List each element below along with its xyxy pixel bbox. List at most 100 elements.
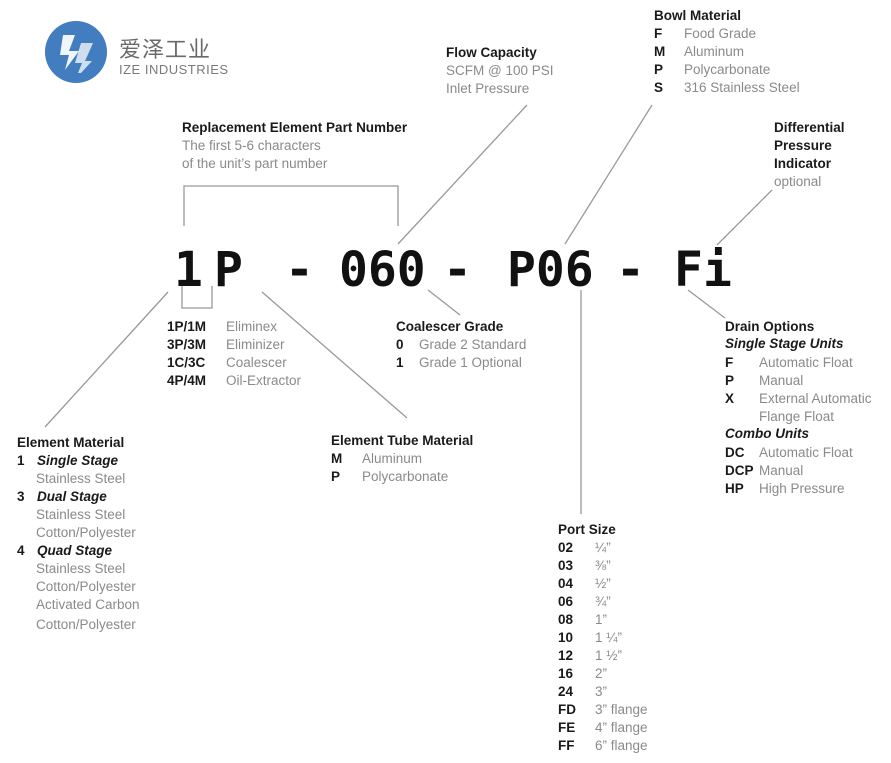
drain-single-heading: Single Stage Units (725, 336, 844, 351)
port-size-value: 2” (595, 666, 608, 681)
port-item: 16 2” (558, 665, 607, 683)
port-code: 08 (558, 612, 574, 627)
port-code: FD (558, 702, 576, 717)
replacement-bracket (183, 185, 399, 226)
element-material: Stainless Steel (36, 471, 126, 486)
replacement-line-1: The first 5-6 characters (182, 138, 321, 153)
flow-title: Flow Capacity (446, 45, 537, 60)
code-dash-2: - (443, 242, 472, 298)
diff-title-line-2: Pressure (774, 138, 832, 153)
diff-optional: optional (774, 174, 822, 189)
diff-title-line-3: Indicator (774, 156, 832, 171)
replacement-line-2: of the unit’s part number (182, 156, 328, 171)
code-drain: F (674, 242, 703, 298)
port-size-value: 3” (595, 684, 608, 699)
drain-leader (687, 289, 726, 319)
port-code: 06 (558, 594, 574, 609)
element-material: Activated Carbon (36, 597, 140, 612)
port-size-value: ¼” (595, 540, 611, 555)
port-code: 10 (558, 630, 574, 645)
port-size-value: ¾” (595, 594, 611, 609)
code-char-1: 1 (174, 242, 203, 298)
logo-english-text: IZE INDUSTRIES (119, 62, 229, 77)
port-item: 04 ½” (558, 575, 611, 593)
element-material: Stainless Steel (36, 561, 126, 576)
port-item: 02 ¼” (558, 539, 611, 557)
element-material: Cotton/Polyester (36, 525, 136, 540)
flow-line-1: SCFM @ 100 PSI (446, 63, 554, 78)
code-dash-1: - (285, 242, 314, 298)
port-title: Port Size (558, 522, 616, 537)
code-flow: 060 (339, 242, 426, 298)
port-code: 04 (558, 576, 574, 591)
ize-logo-icon (45, 21, 107, 83)
element-leader (44, 291, 169, 428)
code-char-p: P (214, 242, 243, 298)
ize-logo (45, 21, 107, 83)
port-item: 06 ¾” (558, 593, 611, 611)
port-item: FF 6” flange (558, 737, 648, 755)
tube-title: Element Tube Material (331, 433, 474, 448)
diff-title-line-1: Differential (774, 120, 845, 135)
type-bracket (181, 286, 213, 309)
port-item: FE 4” flange (558, 719, 648, 737)
port-code: FE (558, 720, 576, 735)
port-code: 16 (558, 666, 574, 681)
port-item: 24 3” (558, 683, 607, 701)
drain-item-continued: Flange Float (759, 409, 835, 424)
port-size-value: 4” flange (595, 720, 648, 735)
tube-leader (261, 291, 408, 419)
replacement-title: Replacement Element Part Number (182, 120, 408, 135)
port-code: 02 (558, 540, 574, 555)
flow-line-2: Inlet Pressure (446, 81, 530, 96)
code-dash-3: - (616, 242, 645, 298)
port-size-value: 1” (595, 612, 608, 627)
port-item: 10 1 ¼” (558, 629, 622, 647)
port-item: 08 1” (558, 611, 607, 629)
port-size-value: 1 ¼” (595, 630, 623, 645)
coalescer-title: Coalescer Grade (396, 319, 504, 334)
drain-combo-heading: Combo Units (725, 426, 809, 441)
port-size-value: ½” (595, 576, 611, 591)
element-material: Cotton/Polyester (36, 617, 136, 632)
port-size-value: 6” flange (595, 738, 648, 753)
flow-leader (397, 104, 528, 245)
code-port: P06 (507, 242, 594, 298)
element-title: Element Material (17, 435, 125, 450)
logo-chinese-text: 爱泽工业 (119, 38, 212, 63)
port-size-value: 3” flange (595, 702, 648, 717)
bowl-title: Bowl Material (654, 8, 742, 23)
drain-title: Drain Options (725, 319, 815, 334)
port-code: FF (558, 738, 575, 753)
bowl-leader (564, 104, 653, 245)
code-indicator: i (703, 242, 732, 298)
port-code: 24 (558, 684, 574, 699)
port-item: FD 3” flange (558, 701, 648, 719)
port-code: 03 (558, 558, 574, 573)
port-code: 12 (558, 648, 574, 663)
coalescer-leader (427, 289, 461, 316)
